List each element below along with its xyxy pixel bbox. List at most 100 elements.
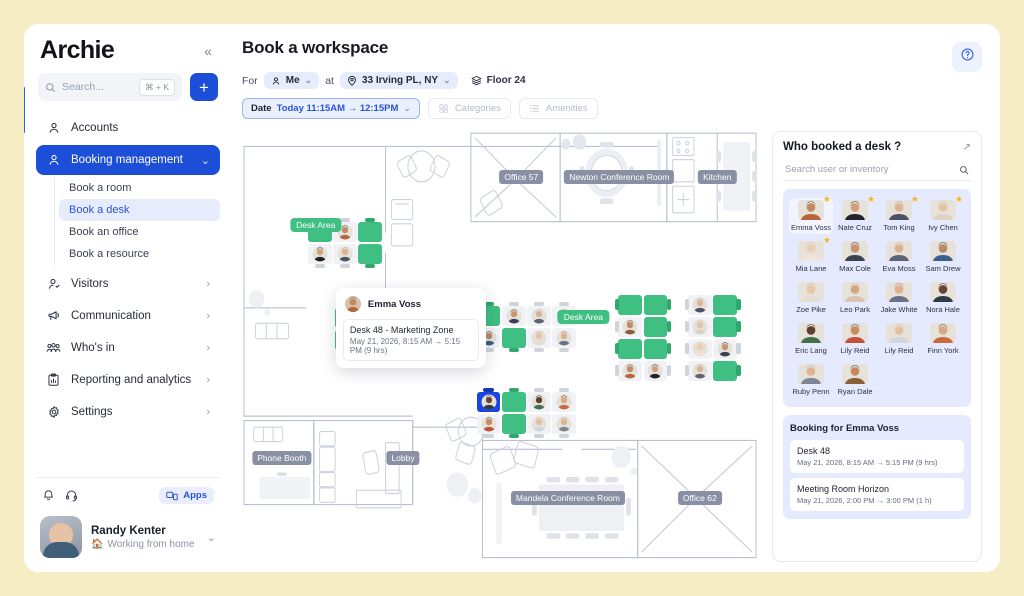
sidebar-item-label: Communication xyxy=(71,310,151,322)
person-card[interactable]: ★Emma Voss xyxy=(789,195,833,234)
person-card[interactable]: Leo Park xyxy=(833,280,877,316)
desk-available[interactable] xyxy=(501,387,526,413)
room-label[interactable]: Mandela Conference Room xyxy=(510,490,625,505)
person-card[interactable]: Ruby Penn xyxy=(789,362,833,398)
person-card[interactable]: Nora Hale xyxy=(921,280,965,316)
person-card[interactable]: ★Tom King xyxy=(877,195,921,234)
panel-search-input[interactable]: Search user or inventory xyxy=(783,161,971,181)
desk-occupied[interactable] xyxy=(527,387,551,413)
for-selector[interactable]: Me ⌄ xyxy=(263,72,320,89)
sidebar-subitem-book-an-office[interactable]: Book an office xyxy=(69,226,139,238)
room-label[interactable]: Phone Booth xyxy=(252,451,312,466)
desk-occupied[interactable] xyxy=(684,294,712,315)
desk-available[interactable] xyxy=(713,316,741,338)
desk-occupied[interactable] xyxy=(552,327,577,353)
sidebar-item-whos-in[interactable]: Who's in › xyxy=(36,333,220,363)
person-card[interactable]: Eric Lang xyxy=(789,321,833,357)
desk-available[interactable] xyxy=(501,413,526,439)
room-label[interactable]: Newton Conference Room xyxy=(564,170,675,185)
person-card[interactable]: Lily Reid xyxy=(877,321,921,357)
headset-icon[interactable] xyxy=(65,489,78,502)
amenities-filter[interactable]: Amenities xyxy=(518,98,598,119)
bell-icon[interactable] xyxy=(42,489,55,502)
desk-occupied[interactable] xyxy=(684,360,712,382)
person-name: Max Cole xyxy=(839,264,871,273)
desk-occupied[interactable] xyxy=(713,338,741,360)
desk-selected[interactable] xyxy=(476,387,501,413)
sidebar-item-accounts[interactable]: Accounts xyxy=(36,113,220,143)
desk-available[interactable] xyxy=(713,294,741,315)
booking-entry[interactable]: Meeting Room Horizon May 21, 2026, 2:00 … xyxy=(790,478,964,511)
desk-available[interactable] xyxy=(643,294,671,315)
desk-chair xyxy=(483,387,494,393)
desk-occupied[interactable] xyxy=(614,360,643,382)
date-filter[interactable]: Date Today 11:15AM → 12:15PM ⌄ xyxy=(242,98,420,119)
desk-occupied[interactable] xyxy=(552,413,577,439)
sidebar-item-booking-management[interactable]: Booking management ⌄ xyxy=(36,145,220,175)
desk-occupied[interactable] xyxy=(333,243,357,269)
desk-chair xyxy=(666,321,671,332)
add-button[interactable]: + xyxy=(190,73,218,101)
search-placeholder: Search... xyxy=(62,81,105,93)
sidebar-collapse-icon[interactable]: « xyxy=(204,42,212,59)
categories-label: Categories xyxy=(454,103,501,114)
desk-occupied[interactable] xyxy=(552,387,577,413)
person-card[interactable]: Max Cole xyxy=(833,239,877,275)
sidebar-item-visitors[interactable]: Visitors › xyxy=(36,269,220,299)
desk-occupied[interactable] xyxy=(307,243,332,269)
person-card[interactable]: Ryan Dale xyxy=(833,362,877,398)
booking-entry[interactable]: Desk 48 May 21, 2026, 8:15 AM → 5:15 PM … xyxy=(790,440,964,473)
sidebar-item-reporting-and-analytics[interactable]: Reporting and analytics › xyxy=(36,365,220,395)
help-button[interactable] xyxy=(952,42,982,72)
user-profile[interactable]: Randy Kenter 🏠 Working from home ⌄ xyxy=(36,510,220,572)
chevron-down-icon[interactable]: ⌄ xyxy=(206,531,216,544)
room-label[interactable]: Office 57 xyxy=(499,170,544,185)
zone-label[interactable]: Desk Area xyxy=(557,309,610,324)
search-input[interactable]: Search... ⌘ + K xyxy=(38,73,182,101)
person-card[interactable]: Jake White xyxy=(877,280,921,316)
apps-button[interactable]: Apps xyxy=(159,487,214,504)
person-card[interactable]: ★Mia Lane xyxy=(789,236,833,275)
person-card[interactable]: Sam Drew xyxy=(921,239,965,275)
floor-selector[interactable]: Floor 24 xyxy=(464,72,533,89)
room-label[interactable]: Kitchen xyxy=(698,170,737,185)
sidebar-subnav: Book a room Book a desk Book an office B… xyxy=(54,177,220,265)
person-card[interactable]: ★Ivy Chen xyxy=(921,195,965,234)
desk-available[interactable] xyxy=(358,217,383,243)
desk-occupied[interactable] xyxy=(684,338,712,360)
desk-occupied[interactable] xyxy=(614,316,643,338)
desk-available[interactable] xyxy=(614,338,643,360)
desk-occupied[interactable] xyxy=(527,327,551,353)
desk-available[interactable] xyxy=(713,360,741,382)
categories-filter[interactable]: Categories xyxy=(427,98,511,119)
person-card[interactable]: Zoe Pike xyxy=(789,280,833,316)
collapse-icon[interactable]: ↗ xyxy=(962,141,971,153)
zone-label[interactable]: Desk Area xyxy=(290,217,342,232)
desk-available[interactable] xyxy=(643,316,671,338)
desk-occupied[interactable] xyxy=(476,413,501,439)
desk-occupied[interactable] xyxy=(527,301,551,327)
user-info: Randy Kenter 🏠 Working from home xyxy=(91,525,195,550)
page-title: Book a workspace xyxy=(242,38,389,57)
desk-available[interactable] xyxy=(358,243,383,269)
sidebar-subitem-book-a-room[interactable]: Book a room xyxy=(69,182,132,194)
sidebar-item-communication[interactable]: Communication › xyxy=(36,301,220,331)
sidebar-item-settings[interactable]: Settings › xyxy=(36,397,220,427)
person-card[interactable]: Eva Moss xyxy=(877,239,921,275)
desk-occupied[interactable] xyxy=(643,360,671,382)
desk-available[interactable] xyxy=(501,327,526,353)
person-card[interactable]: ★Nate Cruz xyxy=(833,195,877,234)
desk-available[interactable] xyxy=(643,338,671,360)
room-label[interactable]: Office 62 xyxy=(677,490,722,505)
person-card[interactable]: Lily Reid xyxy=(833,321,877,357)
room-label[interactable]: Lobby xyxy=(386,451,420,466)
person-card[interactable]: Finn York xyxy=(921,321,965,357)
desk-occupied[interactable] xyxy=(527,413,551,439)
sidebar-subitem-book-a-desk[interactable]: Book a desk xyxy=(59,199,220,221)
sidebar-subitem-book-a-resource[interactable]: Book a resource xyxy=(69,248,150,260)
desk-occupied[interactable] xyxy=(501,301,526,327)
desk-occupied[interactable] xyxy=(684,316,712,338)
location-selector[interactable]: 33 Irving PL, NY ⌄ xyxy=(339,72,458,89)
desk-available[interactable] xyxy=(614,294,643,315)
